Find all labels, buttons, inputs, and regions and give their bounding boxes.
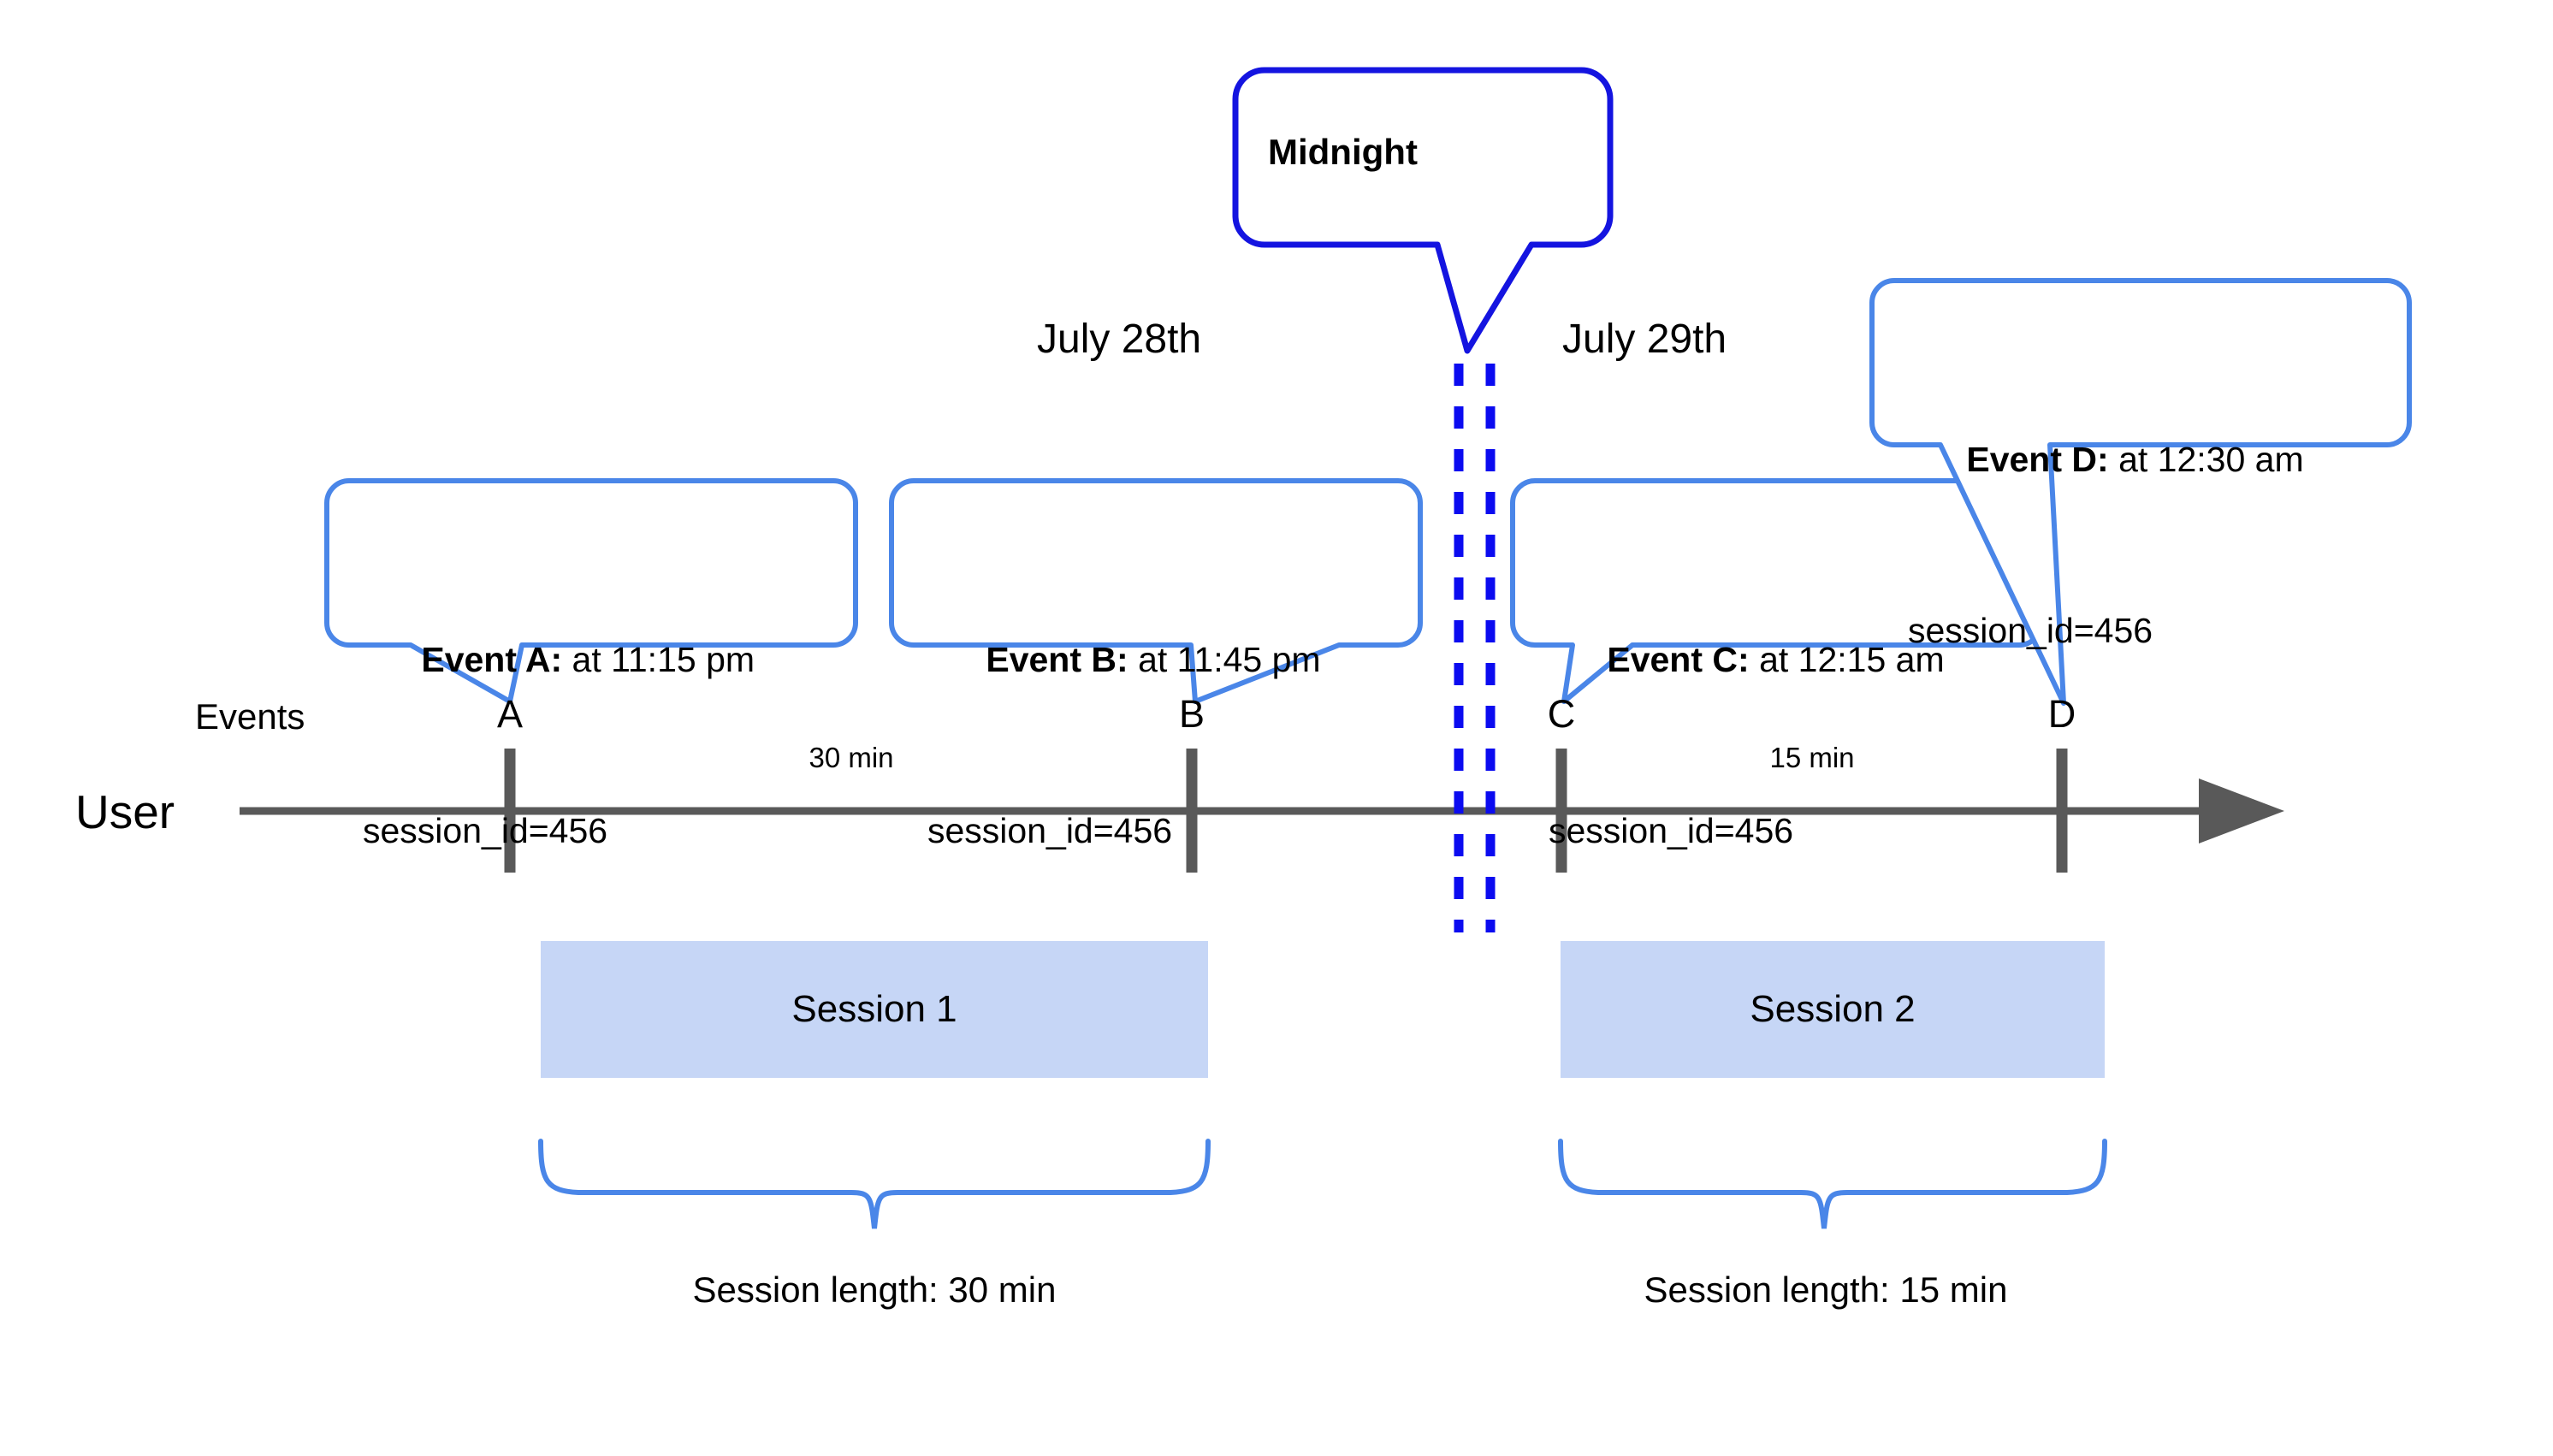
session-2-box[interactable]: Session 2 — [1561, 941, 2105, 1078]
event-c-callout-text: Event C: at 12:15 am session_id=456 — [1549, 510, 1945, 938]
event-c-detail: at 12:15 am — [1749, 640, 1945, 680]
midnight-callout-shape — [1232, 67, 1614, 354]
event-b-detail: at 11:45 pm — [1128, 640, 1321, 680]
event-c-lead: Event C: — [1607, 640, 1750, 680]
marker-letter-d: D — [2047, 692, 2076, 736]
session-2-brace — [1558, 1139, 2107, 1229]
marker-letter-a: A — [496, 692, 523, 736]
session-2-length-caption: Session length: 15 min — [1644, 1270, 2008, 1310]
event-b-lead: Event B: — [986, 640, 1128, 680]
gap-label-cd: 15 min — [1769, 742, 1855, 773]
event-a-detail: at 11:15 pm — [562, 640, 755, 680]
event-a-lead: Event A: — [421, 640, 563, 680]
gap-label-ab: 30 min — [809, 742, 894, 773]
session-2-label: Session 2 — [1750, 988, 1916, 1030]
event-b-session-id: session_id=456 — [927, 811, 1173, 851]
date-label-july-29: July 29th — [1562, 317, 1727, 362]
event-b-callout-text: Event B: at 11:45 pm session_id=456 — [927, 510, 1321, 938]
session-1-box[interactable]: Session 1 — [541, 941, 1208, 1078]
event-a-callout-text: Event A: at 11:15 pm session_id=456 — [363, 510, 755, 938]
midnight-callout-label: Midnight — [1268, 132, 1418, 172]
event-d-session-id: session_id=456 — [1908, 611, 2153, 651]
event-c-session-id: session_id=456 — [1549, 811, 1794, 851]
session-1-label: Session 1 — [791, 988, 957, 1030]
event-d-detail: at 12:30 am — [2108, 440, 2304, 480]
event-d-callout-text: Event D: at 12:30 am session_id=456 — [1908, 310, 2304, 737]
row-label-user: User — [75, 785, 175, 838]
date-label-july-28: July 28th — [1037, 317, 1202, 362]
marker-letter-c: C — [1547, 692, 1576, 736]
row-label-events: Events — [195, 696, 305, 737]
event-a-session-id: session_id=456 — [363, 811, 608, 851]
marker-letter-b: B — [1178, 692, 1205, 736]
session-1-brace — [538, 1139, 1211, 1229]
midnight-boundary-lines — [1454, 364, 1496, 932]
session-1-length-caption: Session length: 30 min — [692, 1270, 1057, 1310]
event-d-lead: Event D: — [1966, 440, 2109, 480]
arrow-right-icon — [2199, 778, 2284, 843]
